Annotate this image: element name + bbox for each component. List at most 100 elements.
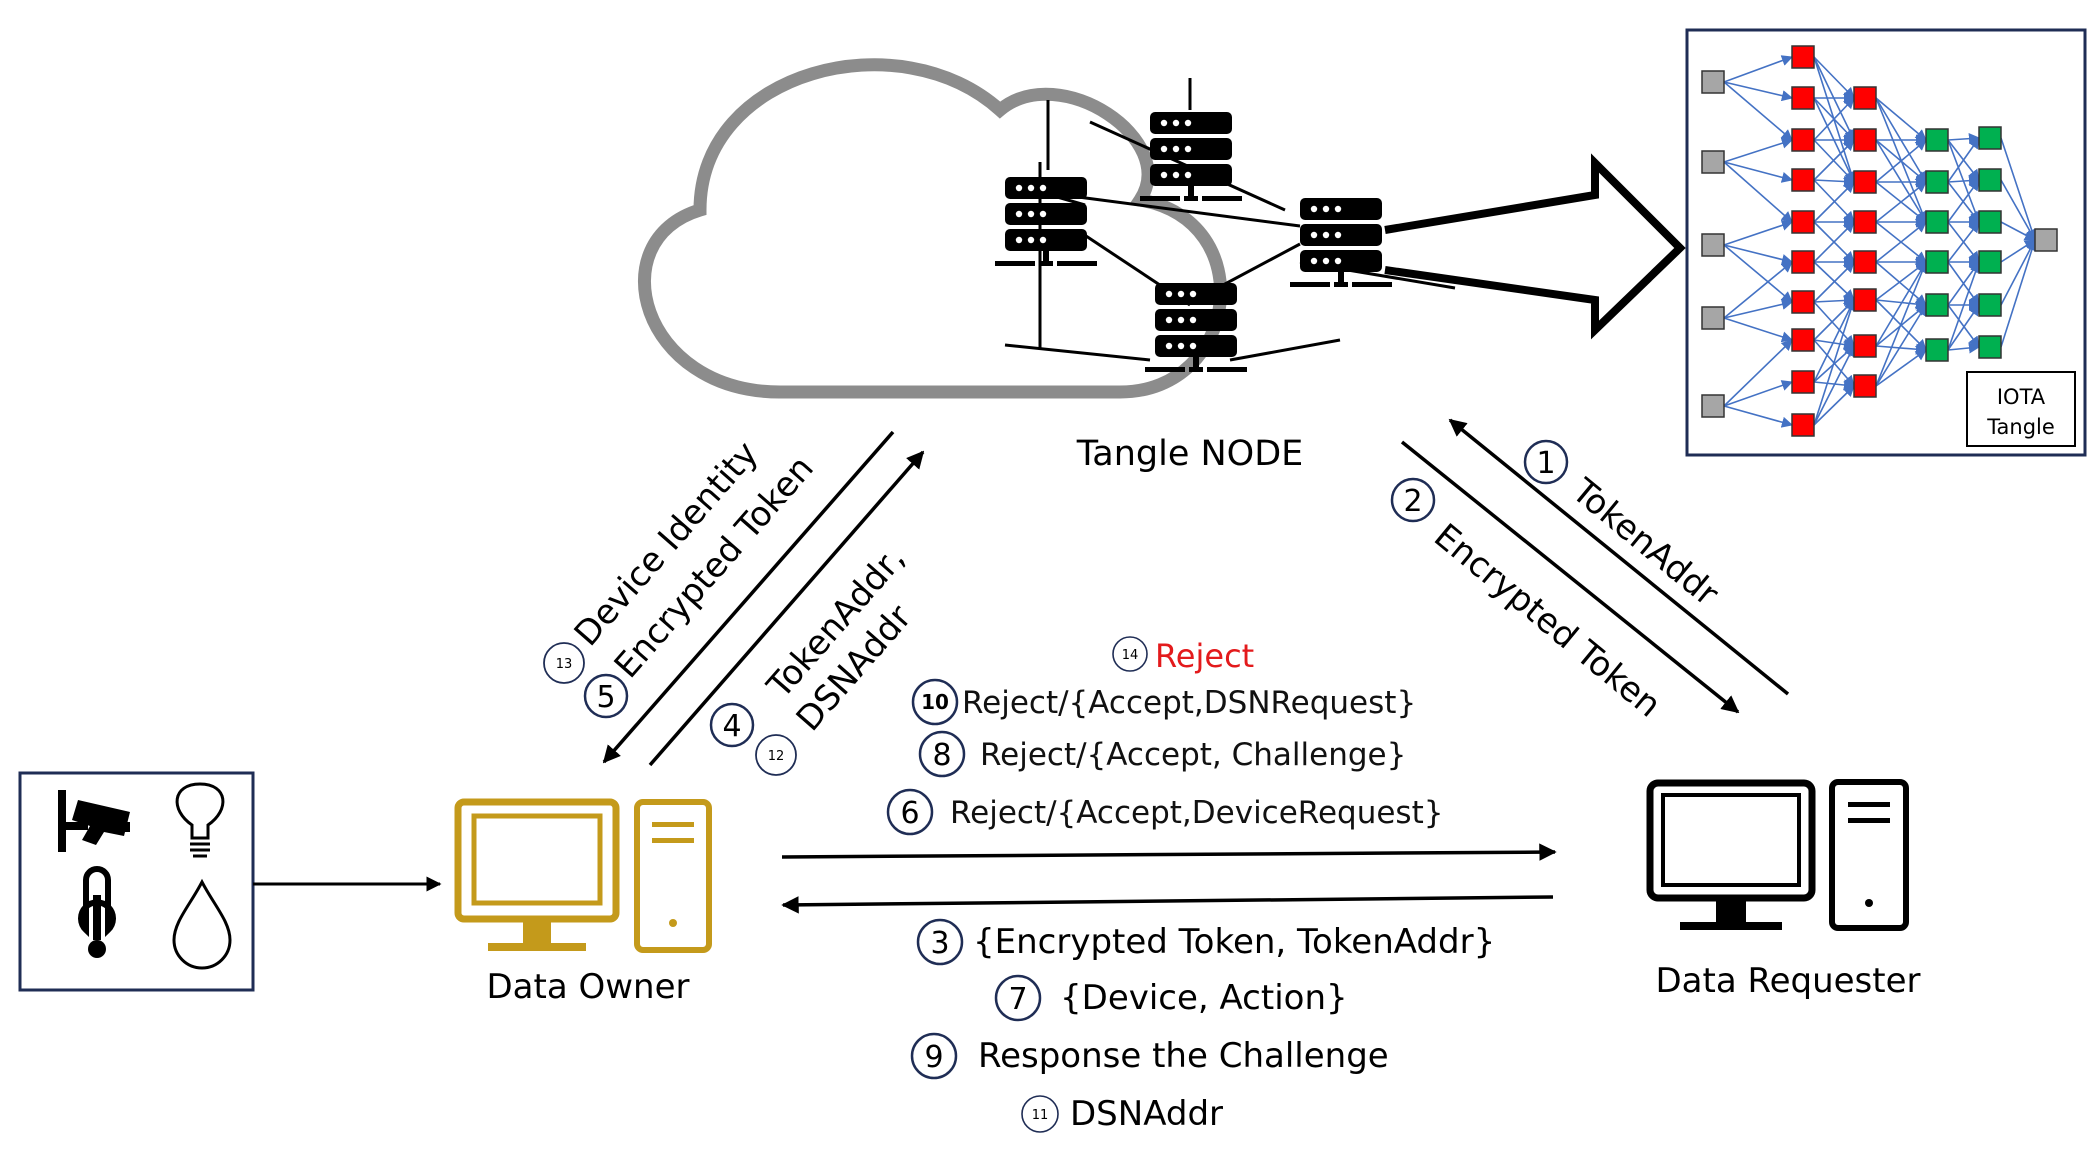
top-message-8: 8 Reject/{Accept, Challenge} xyxy=(918,730,1406,778)
tangle-edge xyxy=(1813,261,1855,303)
tangle-node xyxy=(2034,228,2058,252)
tangle-node xyxy=(1978,335,2002,359)
tangle-edge xyxy=(1723,261,1793,319)
tangle-edge xyxy=(1813,345,1855,426)
bottom-message-9: 9 Response the Challenge xyxy=(910,1032,1389,1080)
svg-text:5: 5 xyxy=(596,680,615,715)
tangle-node xyxy=(1925,250,1949,274)
svg-text:DSNAddr: DSNAddr xyxy=(1070,1094,1223,1134)
tower-pc-icon xyxy=(1829,779,1909,931)
svg-text:6: 6 xyxy=(900,796,919,831)
bottom-message-7: 7 {Device, Action} xyxy=(994,974,1348,1022)
iot-devices-box xyxy=(18,771,255,992)
tangle-edge xyxy=(1723,244,1794,265)
tangle-edge xyxy=(1813,139,1855,181)
tangle-node xyxy=(1925,338,1949,362)
tangle-edge xyxy=(1947,137,1980,183)
tangle-edge xyxy=(2000,179,2036,241)
tangle-label-line1: IOTA xyxy=(1997,385,2046,409)
monitor-icon xyxy=(454,798,620,951)
svg-text:7: 7 xyxy=(1008,982,1027,1017)
tangle-edge xyxy=(1723,55,1794,83)
tangle-edge xyxy=(1813,221,1855,263)
tangle-node xyxy=(1978,126,2002,150)
tangle-edge xyxy=(1813,301,1855,347)
tangle-node xyxy=(1853,210,1877,234)
tangle-edge xyxy=(1875,260,1928,387)
step-badge-1: 1 xyxy=(1523,439,1569,485)
tangle-node xyxy=(1853,334,1877,358)
svg-text:1: 1 xyxy=(1536,446,1555,481)
tangle-edge xyxy=(1875,343,1928,355)
tangle-node xyxy=(1701,394,1725,418)
tangle-node xyxy=(1791,86,1815,110)
step-badge-12: 12 xyxy=(755,734,797,776)
tangle-node xyxy=(1978,293,2002,317)
svg-text:{Encrypted Token, TokenAddr}: {Encrypted Token, TokenAddr} xyxy=(973,922,1495,962)
tangle-edge xyxy=(2000,137,2038,242)
tangle-edge xyxy=(1723,161,1793,223)
thermometer-icon xyxy=(78,866,116,958)
tangle-edge xyxy=(1875,221,1927,263)
tangle-node xyxy=(1925,170,1949,194)
cloud-requester-link: TokenAddr Encrypted Token 1 2 xyxy=(1390,418,1790,726)
tangle-node xyxy=(1791,45,1815,69)
tangle-node xyxy=(1791,290,1815,314)
step-badge-4: 4 xyxy=(709,702,755,748)
tangle-edge xyxy=(1875,181,1927,223)
tower-pc-icon xyxy=(634,799,712,953)
tangle-node xyxy=(1925,210,1949,234)
tangle-edge xyxy=(1947,179,1980,223)
monitor-icon xyxy=(1646,779,1816,930)
security-camera-icon xyxy=(58,790,130,852)
svg-text:Response the Challenge: Response the Challenge xyxy=(978,1036,1389,1076)
svg-text:8: 8 xyxy=(932,738,951,773)
server-icon xyxy=(1140,112,1242,201)
tangle-edge xyxy=(1723,137,1794,163)
tangle-node xyxy=(1791,413,1815,437)
top-message-6: 6 Reject/{Accept,DeviceRequest} xyxy=(886,788,1443,836)
tangle-edge xyxy=(1723,244,1793,303)
tangle-node xyxy=(1925,293,1949,317)
requester-to-owner-arrow xyxy=(781,895,1554,914)
tangle-edge xyxy=(1813,298,1857,426)
tangle-node xyxy=(1791,370,1815,394)
tangle-edge xyxy=(1813,181,1855,223)
tangle-edge xyxy=(1813,56,1855,99)
tangle-label-line2: Tangle xyxy=(1986,415,2055,439)
tangle-edge xyxy=(1875,261,1927,347)
tangle-edge xyxy=(1813,97,1855,141)
svg-text:10: 10 xyxy=(921,690,949,714)
tangle-edge xyxy=(1875,139,1927,223)
tangle-node xyxy=(1853,170,1877,194)
tangle-edge xyxy=(1947,304,1980,351)
svg-text:2: 2 xyxy=(1403,484,1422,519)
light-bulb-icon xyxy=(175,782,225,858)
reject-red-label: Reject xyxy=(1155,637,1254,675)
tangle-node xyxy=(1791,128,1815,152)
tangle-edge xyxy=(1723,219,1794,246)
tangle-node xyxy=(1791,328,1815,352)
tangle-edge xyxy=(1723,317,1794,343)
tangle-edge xyxy=(1947,304,1980,348)
step-badge-2: 2 xyxy=(1390,477,1436,523)
tangle-cloud: Tangle NODE xyxy=(637,58,1456,474)
tangle-edge xyxy=(1723,339,1793,407)
svg-text:13: 13 xyxy=(556,657,573,672)
svg-text:{Device, Action}: {Device, Action} xyxy=(1060,978,1348,1018)
data-requester-label: Data Requester xyxy=(1656,961,1921,1001)
data-requester-computer: Data Requester xyxy=(1646,779,1921,1001)
tangle-edge xyxy=(1813,338,1856,351)
svg-text:12: 12 xyxy=(768,749,785,764)
tangle-node xyxy=(1853,288,1877,312)
tangle-node xyxy=(1978,250,2002,274)
expand-arrow xyxy=(1384,153,1686,340)
tangle-edge xyxy=(1875,349,1927,387)
tangle-node xyxy=(1925,128,1949,152)
svg-text:4: 4 xyxy=(722,709,741,744)
tangle-edge xyxy=(1947,260,1981,351)
tangle-edge xyxy=(1723,81,1793,141)
bottom-message-11: 11 DSNAddr xyxy=(1021,1094,1223,1134)
bottom-message-3: 3 {Encrypted Token, TokenAddr} xyxy=(916,918,1495,966)
water-drop-icon xyxy=(172,878,232,970)
